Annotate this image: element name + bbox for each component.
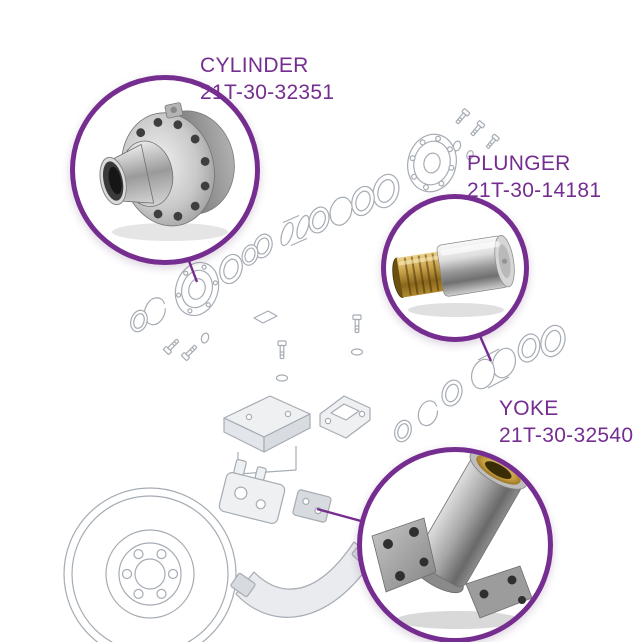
part-name-yoke: YOKE <box>499 397 559 420</box>
yoke-part-photo <box>371 452 533 629</box>
valve-block <box>218 459 286 524</box>
part-name-cylinder: CYLINDER <box>200 54 309 77</box>
callout-label-yoke: YOKE 21T-30-32540 <box>499 395 633 449</box>
yoke-arm <box>230 539 377 618</box>
bolt-set-left <box>162 332 210 362</box>
bolt-set-top-right <box>452 107 501 160</box>
clip-plate <box>253 310 278 324</box>
seal-ring <box>127 307 151 335</box>
bolt-set-center <box>275 314 364 382</box>
seal-ring-chain-lower <box>391 321 570 445</box>
cylinder-part-photo <box>99 102 235 241</box>
callout-label-cylinder: CYLINDER 21T-30-32351 <box>200 52 334 106</box>
part-name-plunger: PLUNGER <box>467 152 571 175</box>
part-number-yoke: 21T-30-32540 <box>499 424 634 447</box>
mounting-bracket <box>223 395 311 475</box>
channel-bracket <box>319 395 371 439</box>
cylinder-hub-part <box>174 261 220 317</box>
parts-line-art <box>63 107 570 642</box>
leader-line-yoke <box>316 507 362 523</box>
callout-circle-plunger <box>381 194 529 342</box>
hub-flange <box>407 133 457 193</box>
callout-label-plunger: PLUNGER 21T-30-14181 <box>467 150 601 204</box>
yoke-mount-block <box>292 489 332 523</box>
idler-drum <box>63 487 237 642</box>
bushing-cylinder <box>470 347 517 390</box>
callout-circle-yoke <box>357 447 553 642</box>
seal-ring-chain-upper <box>215 170 404 288</box>
plunger-part-photo <box>392 235 515 317</box>
small-cylinder <box>280 214 310 247</box>
callout-circle-cylinder <box>70 75 260 265</box>
part-number-plunger: 21T-30-14181 <box>467 179 602 202</box>
part-number-cylinder: 21T-30-32351 <box>200 81 335 104</box>
leader-line-plunger <box>478 335 493 362</box>
leader-line-cylinder <box>187 260 199 283</box>
leader-lines <box>187 260 493 523</box>
